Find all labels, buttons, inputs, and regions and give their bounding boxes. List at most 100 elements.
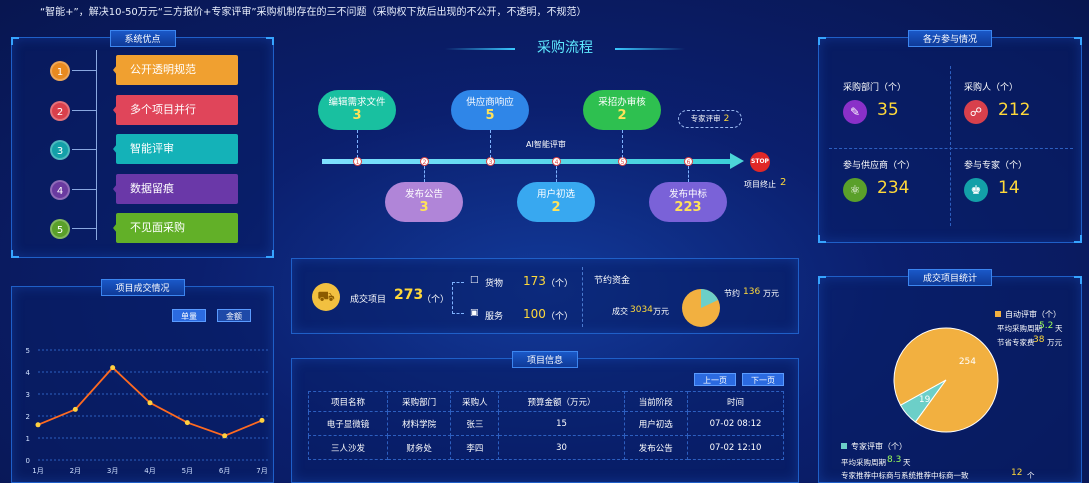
advantages-title: 系统优点 [109,30,176,47]
flow-title-bar: 采购流程 [445,38,685,58]
expert-icon: ♚ [964,178,988,202]
amount-button[interactable]: 金额 [217,309,251,322]
avg-unit: 天 [1055,324,1063,333]
party-value: 14 [998,178,1020,198]
advantage-connector [72,70,96,71]
flow-connector [622,130,623,158]
consist-value: 12 [1011,468,1023,478]
auto-legend-swatch [995,311,1001,317]
table-cell: 李四 [450,435,500,460]
flow-step-label: 发布中标 [668,189,707,200]
data-point[interactable] [110,365,116,371]
table-cell: 30 [498,435,625,460]
consist-unit: 个 [1027,471,1035,480]
table-header: 采购部门 [386,391,452,412]
advantage-connector [72,188,96,190]
parties-title: 各方参与情况 [907,30,993,47]
party-value: 35 [877,100,899,120]
line-chart-title: 项目成交情况 [100,279,185,296]
y-tick-label: 2 [26,413,30,421]
advantages-axis [96,50,97,240]
ai-review-label: AI智能评审 [526,140,566,149]
flow-step-label: 编辑需求文件 [328,97,386,108]
deal-unit: （个） [422,295,450,305]
box-icon: □ [470,275,479,285]
flow-step-value: 5 [485,108,495,123]
table-cell: 张三 [450,411,500,436]
party-value: 212 [998,100,1031,120]
save-fee-value: 38 [1033,335,1045,345]
savings-pie [682,289,720,327]
data-point[interactable] [222,433,228,439]
cart-icon: ⛟ [312,283,340,311]
advantage-number: 4 [50,179,70,200]
data-point[interactable] [184,420,190,426]
auto-slice[interactable] [893,327,999,433]
y-tick-label: 0 [26,457,30,465]
flow-connector [688,166,689,182]
party-label: 采购部门（个） [843,83,907,93]
flow-step-value: 3 [352,108,362,123]
table-cell: 07-02 08:12 [687,411,784,436]
deal-amount-label: 成交 [612,307,628,316]
avg2-value: 8.3 [887,455,902,465]
goods-unit: （个） [546,279,574,289]
flow-connector [424,166,425,182]
data-point[interactable] [72,406,78,412]
flow-step-dot: 5 [618,157,627,166]
flow-step-value: 3 [419,200,429,215]
advantage-number: 1 [50,61,70,81]
x-tick-label: 6月 [219,467,230,475]
flow-step-dot: 1 [353,157,362,166]
deal-value: 273 [394,287,424,303]
save-fee-label: 节省专家费 [997,338,1035,347]
flow-arrow-line [322,159,732,164]
party-value: 234 [877,178,910,198]
prev-page-button[interactable]: 上一页 [694,373,736,386]
save-title: 节约资金 [594,276,631,286]
service-value: 100 [523,307,546,321]
deal-label: 成交项目 [350,295,387,305]
data-point[interactable] [259,417,265,423]
expert-review-label: 专家评审 [690,114,721,123]
avg2-label: 平均采购周期 [841,458,886,467]
order-count-button[interactable]: 单量 [172,309,206,322]
stats-title: 成交项目统计 [907,269,993,286]
advantage-label: 智能评审 [113,134,238,164]
data-point[interactable] [35,422,41,428]
x-tick-label: 3月 [107,467,118,475]
avg-value: 5.2 [1039,321,1054,331]
x-tick-label: 1月 [32,467,43,475]
project-end-label: 项目终止 [744,180,776,189]
advantage-connector [72,109,96,111]
next-page-button[interactable]: 下一页 [742,373,784,386]
flow-step-label: 发布公告 [404,189,443,200]
advantage-label: 不见面采购 [113,213,238,243]
expert-label: 专家评审（个） [851,442,907,451]
goods-value: 173 [523,274,546,288]
flow-step-label: 用户初选 [536,189,575,200]
save-unit: 万元 [763,289,779,298]
expert-legend-swatch [841,443,847,449]
flow-step-dot: 3 [486,157,495,166]
table-cell: 用户初选 [623,411,689,436]
flow-arrow-head [730,153,744,169]
consist-label: 专家推荐中标商与系统推荐中标商一致 [841,471,969,480]
top-note: “智能+”，解决10-50万元“三方报价+专家评审”采购机制存在的三不问题（采购… [40,7,587,18]
purchaser-icon: ☍ [964,100,988,124]
data-point[interactable] [147,400,153,406]
deal-panel: ⛟ 成交项目 273 （个） 货物 173 （个） 服务 100 （个） □ ▣… [291,258,799,334]
x-tick-label: 4月 [144,467,155,475]
table-header: 项目名称 [308,391,388,412]
